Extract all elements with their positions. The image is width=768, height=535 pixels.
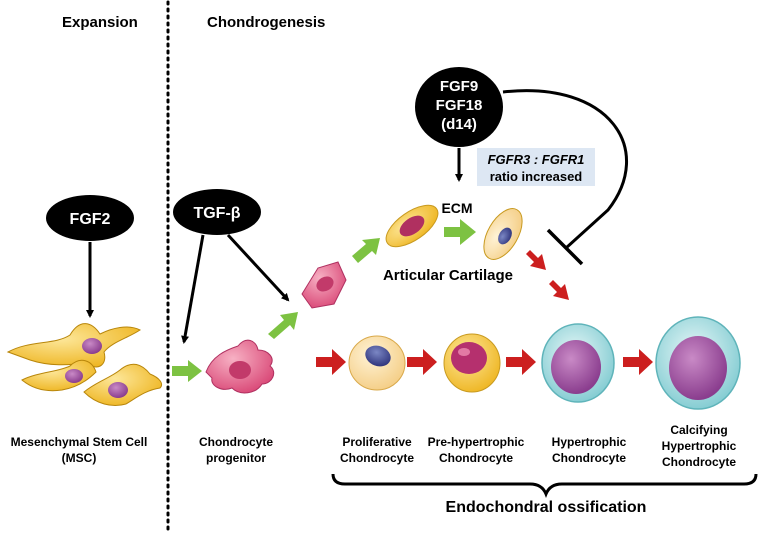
proliferative-label-line2: Chondrocyte	[340, 451, 414, 465]
red-arrow-3	[506, 349, 536, 375]
ratio-line1: FGFR3 : FGFR1	[488, 152, 585, 167]
articular-cartilage-label: Articular Cartilage	[383, 267, 513, 284]
prehypertrophic-cell	[443, 333, 501, 393]
expansion-heading: Expansion	[62, 14, 138, 31]
prehypertrophic-label-line1: Pre-hypertrophic	[428, 435, 525, 449]
tgfb-arrow-cell	[226, 233, 290, 302]
progenitor-label-line1: Chondrocyte	[199, 435, 273, 449]
progenitor-cell	[205, 339, 275, 394]
red-arrow-1	[316, 349, 346, 375]
hypertrophic-label-line1: Hypertrophic	[552, 435, 627, 449]
proliferative-cell	[348, 335, 406, 391]
ratio-line2: ratio increased	[490, 169, 583, 184]
red-arrow-4	[623, 349, 653, 375]
fgf18-label: FGF18	[436, 97, 483, 114]
endochondral-label: Endochondral ossification	[446, 499, 647, 516]
red-arrow-small-1	[526, 250, 546, 270]
articular-cell-3	[483, 208, 523, 260]
red-arrow-small-2	[549, 280, 569, 300]
tgfb-label: TGF-β	[193, 205, 240, 222]
fgf2-label: FGF2	[70, 211, 111, 228]
articular-cell-2	[385, 204, 439, 248]
calcifying-cell	[655, 316, 741, 410]
endochondral-brace	[331, 473, 758, 499]
hypertrophic-label-line2: Chondrocyte	[552, 451, 626, 465]
green-arrow-2	[268, 312, 298, 339]
inhibition-bar	[546, 228, 584, 266]
articular-cell-1	[301, 261, 347, 309]
d14-label: (d14)	[441, 116, 477, 133]
fgf2-factor: FGF2	[46, 195, 134, 241]
tgfb-factor: TGF-β	[173, 189, 261, 235]
red-arrow-2	[407, 349, 437, 375]
progenitor-label-line2: progenitor	[206, 451, 266, 465]
proliferative-label-line1: Proliferative	[342, 435, 412, 449]
inhibition-curve	[502, 89, 628, 250]
prehypertrophic-label-line2: Chondrocyte	[439, 451, 513, 465]
green-arrow-3	[352, 238, 380, 263]
msc-label-line1: Mesenchymal Stem Cell	[11, 435, 148, 449]
green-arrow-4	[444, 219, 476, 245]
msc-label-line2: (MSC)	[62, 451, 97, 465]
green-arrow-1	[172, 360, 202, 382]
msc-cells	[6, 323, 163, 406]
ecm-label: ECM	[441, 200, 472, 216]
fgf9-fgf18-factor: FGF9 FGF18 (d14)	[415, 67, 503, 147]
calcifying-label-line2: Hypertrophic	[662, 439, 737, 453]
calcifying-label-line3: Chondrocyte	[662, 455, 736, 469]
fgf9-label: FGF9	[440, 78, 478, 95]
hypertrophic-cell	[541, 323, 615, 403]
tgfb-arrow-progenitor	[181, 234, 205, 344]
ratio-box: FGFR3 : FGFR1 ratio increased	[477, 148, 595, 186]
chondrogenesis-heading: Chondrogenesis	[207, 14, 325, 31]
calcifying-label-line1: Calcifying	[670, 423, 727, 437]
